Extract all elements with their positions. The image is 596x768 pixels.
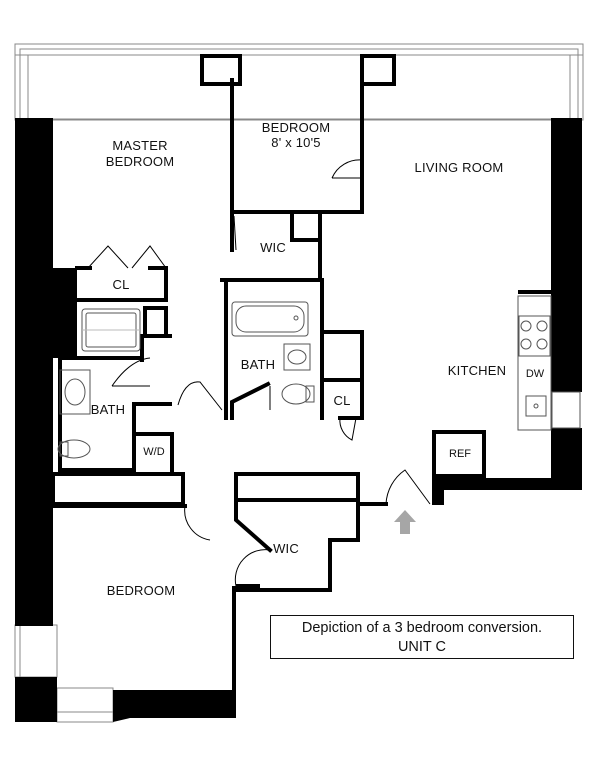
kitchen-label: KITCHEN (448, 363, 506, 378)
entry-arrow-icon (394, 510, 416, 534)
window-strips (14, 43, 584, 723)
bath-fixtures (57, 301, 315, 459)
wic-bottom-label: WIC (273, 541, 299, 556)
interior-walls (51, 54, 553, 592)
note-line-1: Depiction of a 3 bedroom conversion. (301, 620, 543, 636)
door-swings (87, 159, 431, 587)
ref-label: REF (449, 448, 471, 460)
wd-label: W/D (143, 446, 164, 458)
bedroom-top-dims: 8' x 10'5 (271, 135, 320, 150)
living-room-label: LIVING ROOM (415, 160, 504, 175)
exterior-walls (15, 118, 582, 722)
dw-label: DW (526, 368, 545, 380)
note-box: Depiction of a 3 bedroom conversion. UNI… (270, 615, 574, 659)
kitchen-fixtures (517, 295, 581, 431)
bath-center-label: BATH (241, 357, 276, 372)
bedroom-top-label: BEDROOM (262, 120, 331, 135)
bedroom-bottom-label: BEDROOM (107, 583, 176, 598)
cl-center-label: CL (333, 393, 350, 408)
wic-top-label: WIC (260, 240, 286, 255)
bath-left-label: BATH (91, 402, 126, 417)
master-bedroom-label-1: MASTER (112, 138, 167, 153)
note-line-2: UNIT C (397, 639, 447, 655)
master-bedroom-label-2: BEDROOM (106, 154, 175, 169)
cl-left-label: CL (112, 277, 129, 292)
